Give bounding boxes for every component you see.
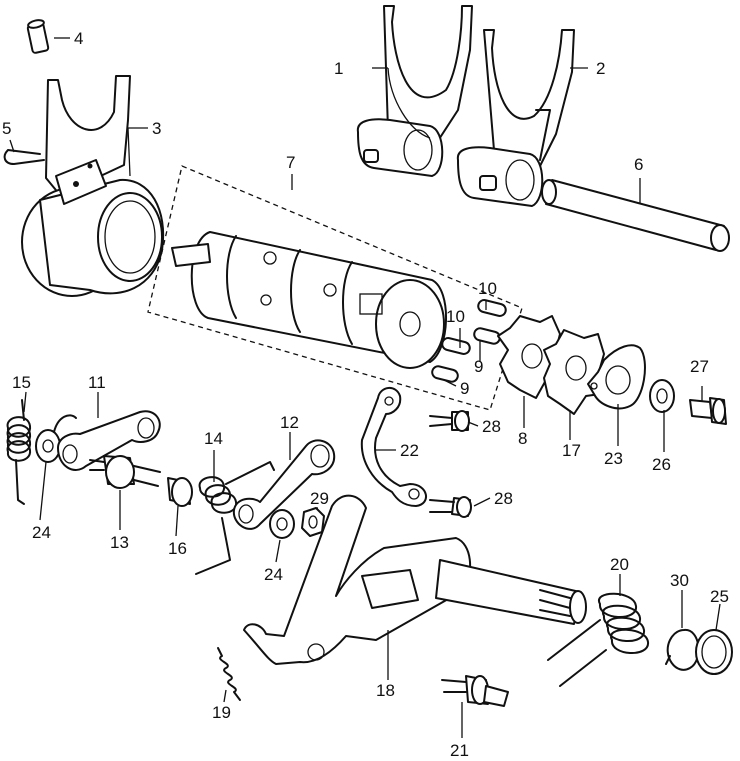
callout-9-upper: 9 xyxy=(474,357,483,376)
callout-27: 27 xyxy=(690,357,709,376)
callout-11: 11 xyxy=(88,373,106,392)
callout-10-upper: 10 xyxy=(478,279,497,298)
part-28-screw-lower xyxy=(429,496,472,518)
callout-25: 25 xyxy=(710,587,729,606)
part-6-fork-shaft xyxy=(541,179,730,252)
part-10-pin-lower xyxy=(441,337,471,355)
callout-13: 13 xyxy=(110,533,129,552)
part-25-ring xyxy=(695,629,733,675)
callout-28-lower: 28 xyxy=(494,489,513,508)
callout-4: 4 xyxy=(74,29,83,48)
part-1-shift-fork xyxy=(356,5,473,177)
callout-14: 14 xyxy=(204,429,223,448)
part-20-spring xyxy=(547,592,649,687)
part-12-arm xyxy=(232,439,336,530)
callout-24-left: 24 xyxy=(32,523,51,542)
callout-2: 2 xyxy=(596,59,605,78)
part-14-spring xyxy=(195,461,275,575)
callout-23: 23 xyxy=(604,449,623,468)
part-26-washer xyxy=(649,379,675,413)
callout-16: 16 xyxy=(168,539,187,558)
callout-24-right: 24 xyxy=(264,565,283,584)
callout-8: 8 xyxy=(518,429,527,448)
callout-26: 26 xyxy=(652,455,671,474)
part-16-collar xyxy=(167,477,193,507)
callout-18: 18 xyxy=(376,681,395,700)
part-30-snap-ring xyxy=(665,628,700,671)
part-2-shift-fork xyxy=(456,29,575,207)
part-5-clip xyxy=(3,149,45,165)
part-27-bolt xyxy=(689,397,727,425)
part-11-arm xyxy=(53,410,161,471)
callout-10-lower: 10 xyxy=(446,307,465,326)
part-4-pin xyxy=(26,19,50,54)
callout-28-upper: 28 xyxy=(482,417,501,436)
part-21-stud-bolt xyxy=(441,675,509,707)
part-22-bracket xyxy=(360,387,427,507)
callout-29: 29 xyxy=(310,489,329,508)
part-3-shift-fork xyxy=(21,75,165,297)
callout-labels: 1 2 3 4 5 6 7 8 9 9 10 10 11 12 13 14 15… xyxy=(2,29,729,760)
callout-3: 3 xyxy=(152,119,161,138)
part-13-bolt xyxy=(89,455,161,489)
leader-lines xyxy=(9,37,721,738)
callout-9-lower: 9 xyxy=(460,379,469,398)
part-10-pin-upper xyxy=(477,299,507,317)
part-9-pin-upper xyxy=(473,327,501,345)
part-9-pin-lower xyxy=(431,365,459,383)
part-24-washer-left xyxy=(35,429,61,463)
part-18-spindle-arm xyxy=(243,494,587,665)
callout-21: 21 xyxy=(450,741,469,760)
part-29-nut xyxy=(301,507,325,537)
callout-30: 30 xyxy=(670,571,689,590)
callout-12: 12 xyxy=(280,413,299,432)
callout-19: 19 xyxy=(212,703,231,722)
callout-6: 6 xyxy=(634,155,643,174)
callout-20: 20 xyxy=(610,555,629,574)
callout-5: 5 xyxy=(2,119,11,138)
part-7-shift-drum xyxy=(147,165,523,411)
callout-17: 17 xyxy=(562,441,581,460)
part-24-washer-right xyxy=(269,509,295,539)
part-23-plate xyxy=(587,344,646,410)
callout-7: 7 xyxy=(286,153,295,172)
callout-22: 22 xyxy=(400,441,419,460)
part-28-screw-upper xyxy=(429,410,470,432)
part-15-spring xyxy=(6,399,32,505)
callout-1: 1 xyxy=(334,59,343,78)
callout-15: 15 xyxy=(12,373,31,392)
part-19-small-spring xyxy=(217,647,241,701)
